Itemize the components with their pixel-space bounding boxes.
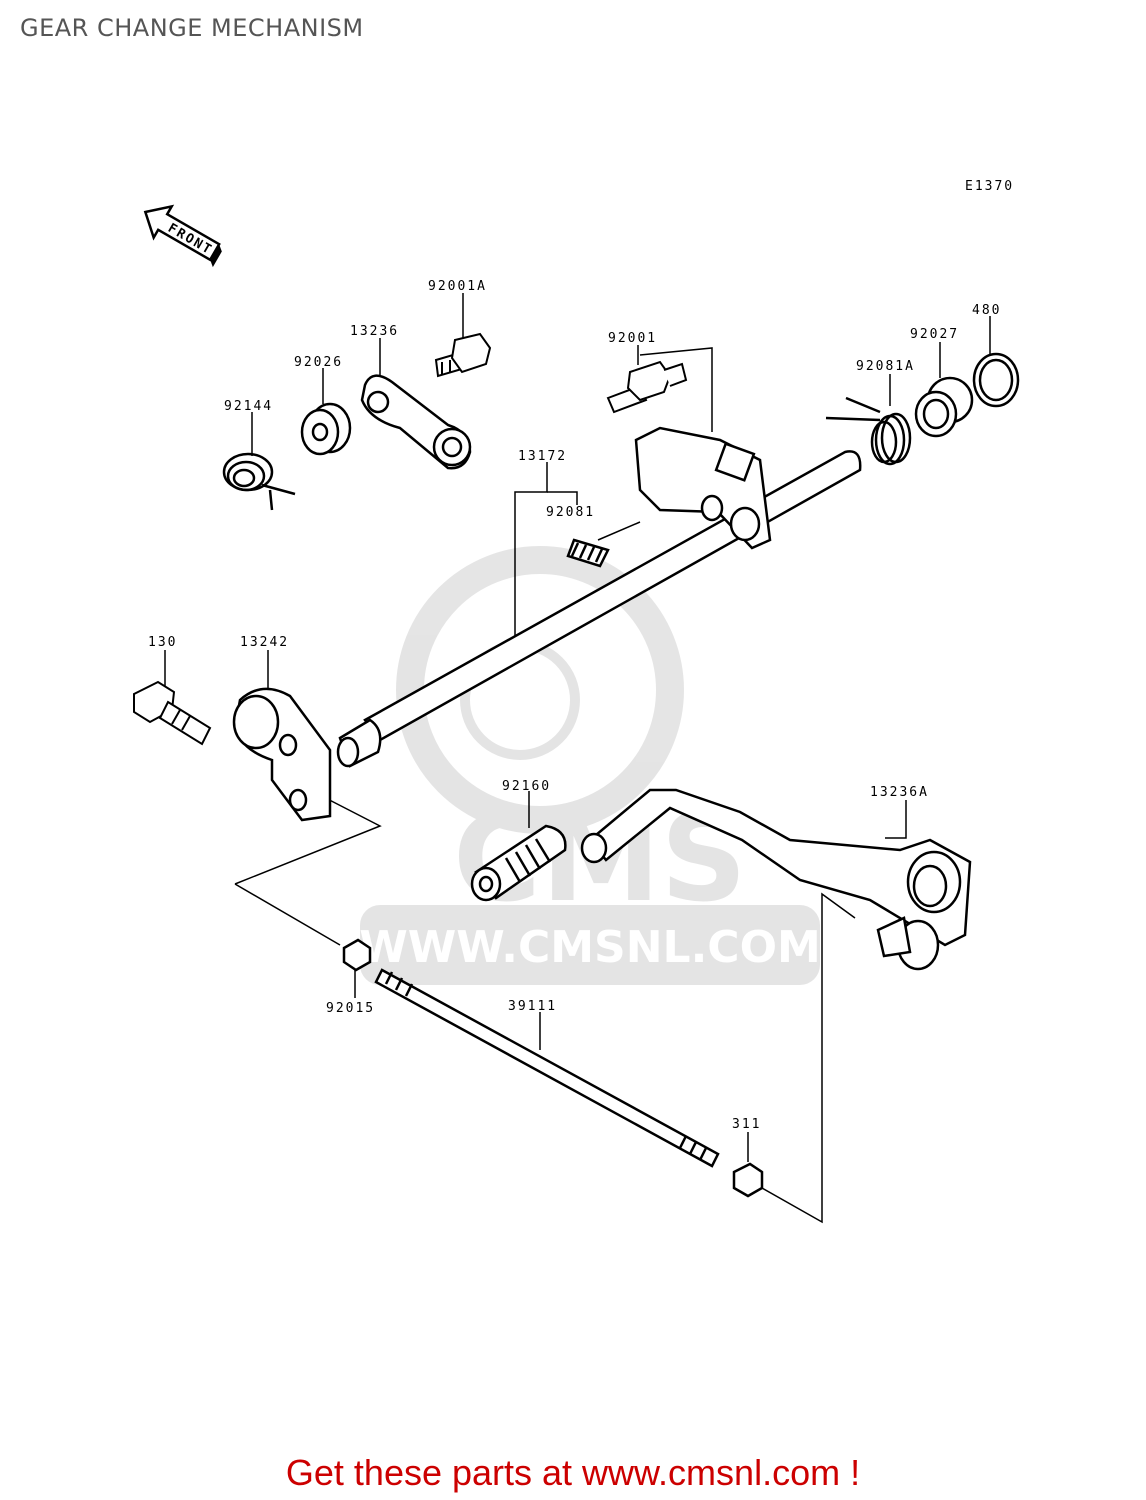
part-92027-collar	[914, 376, 974, 438]
label-92026: 92026	[294, 355, 343, 370]
part-39111-tie-rod	[374, 968, 720, 1168]
part-13236-link-arm	[360, 374, 472, 470]
parts-diagram: CMS WWW.CMSNL.COM E1370 FRONT	[133, 179, 1020, 1224]
page-title: GEAR CHANGE MECHANISM	[20, 14, 364, 42]
part-480-circlip	[972, 352, 1020, 408]
label-92081A: 92081A	[856, 359, 915, 374]
part-92001-bolt	[606, 360, 688, 414]
label-13242: 13242	[240, 635, 289, 650]
watermark-url: WWW.CMSNL.COM	[359, 922, 821, 973]
label-92160: 92160	[502, 779, 551, 794]
label-92001: 92001	[608, 331, 657, 346]
front-arrow-icon: FRONT	[143, 204, 222, 268]
part-92081-spring	[566, 538, 610, 568]
part-13242-lever-clamp	[232, 687, 332, 822]
label-92001A: 92001A	[428, 279, 487, 294]
label-92027: 92027	[910, 327, 959, 342]
part-92081A-spring	[825, 396, 912, 466]
part-130-bolt	[133, 680, 212, 746]
label-39111: 39111	[508, 999, 557, 1014]
part-13172-shift-shaft	[336, 426, 862, 768]
footer-cta-link[interactable]: Get these parts at www.cmsnl.com !	[285, 1452, 861, 1493]
part-92144-spring	[222, 452, 296, 511]
leader-lines	[164, 293, 991, 1224]
label-13172: 13172	[518, 449, 567, 464]
watermark: CMS WWW.CMSNL.COM	[359, 546, 821, 985]
part-92160-rubber	[470, 824, 567, 902]
label-480: 480	[972, 303, 1001, 318]
label-130: 130	[148, 635, 177, 650]
label-92015: 92015	[326, 1001, 375, 1016]
diagram-code: E1370	[965, 179, 1014, 194]
label-311: 311	[732, 1117, 761, 1132]
part-92001A-bolt	[434, 332, 492, 378]
label-13236A: 13236A	[870, 785, 929, 800]
label-92144: 92144	[224, 399, 273, 414]
part-92015-nut	[342, 938, 372, 972]
part-311-nut	[732, 1162, 764, 1198]
label-92081: 92081	[546, 505, 595, 520]
part-92026-washer	[300, 402, 352, 456]
label-13236: 13236	[350, 324, 399, 339]
part-13236A-shift-pedal	[580, 788, 972, 971]
